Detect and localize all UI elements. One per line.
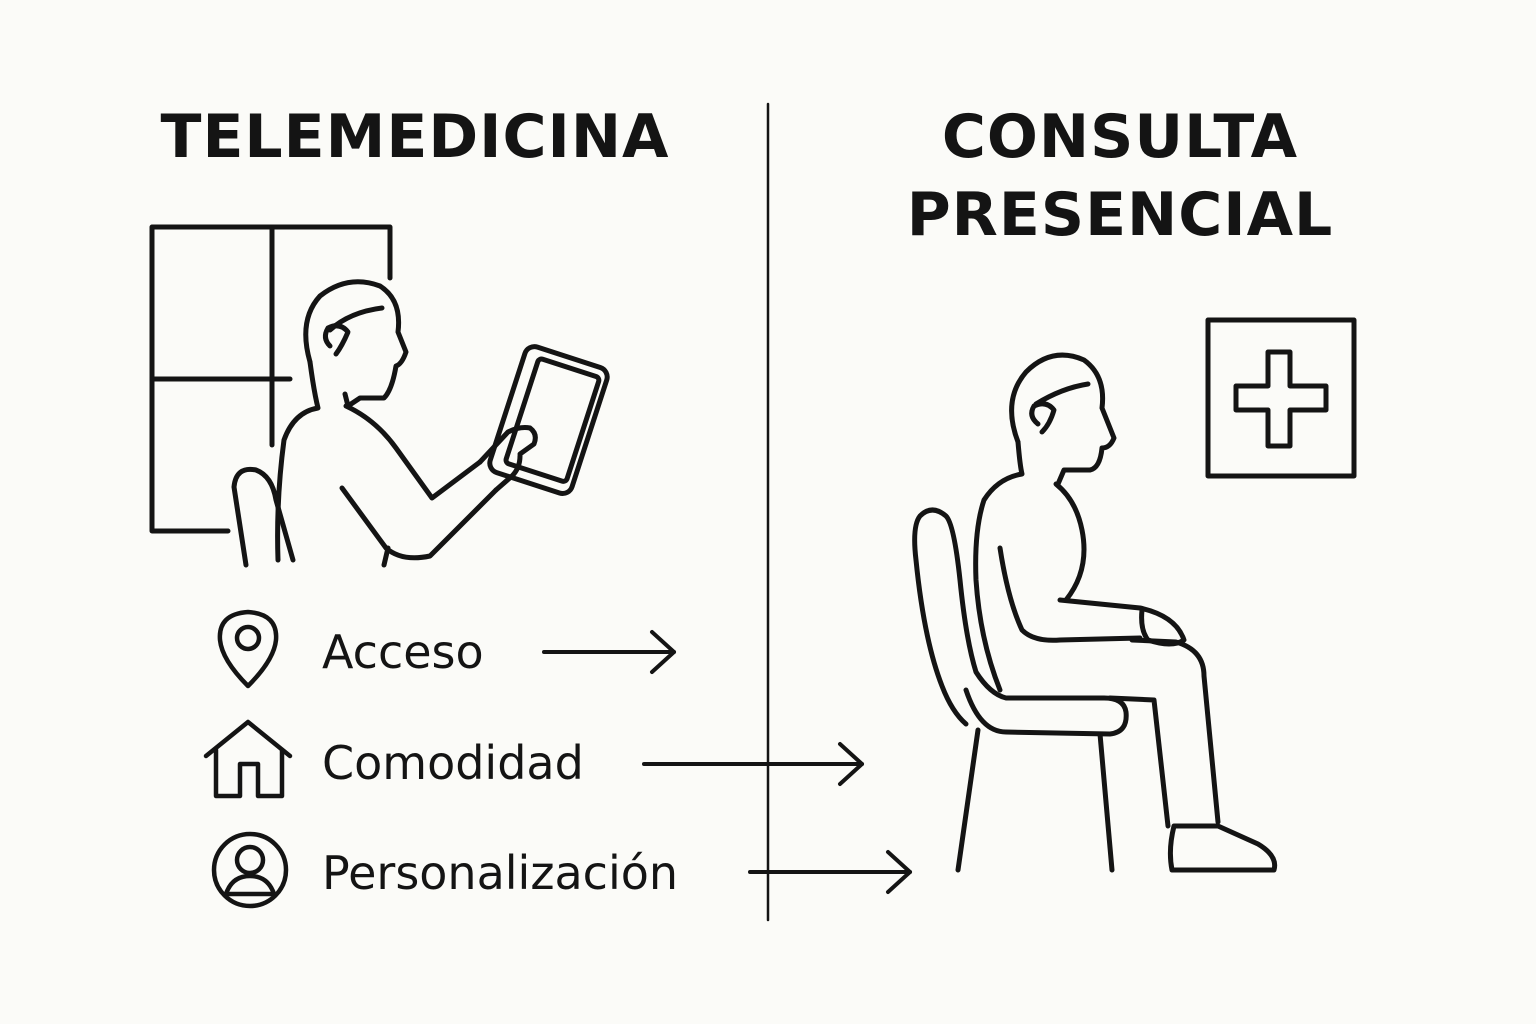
benefit-label-acceso: Acceso xyxy=(322,625,484,679)
user-profile-icon xyxy=(211,831,289,909)
chair-icon xyxy=(912,507,1129,873)
window-icon xyxy=(149,224,393,534)
benefit-label-comodidad: Comodidad xyxy=(322,736,584,790)
chair-back-left xyxy=(231,466,296,568)
in-person-consult-title: CONSULTA PRESENCIAL xyxy=(880,98,1360,254)
person-with-tablet-icon xyxy=(275,279,610,568)
arrow-personalizacion xyxy=(748,850,912,894)
arrow-acceso xyxy=(542,630,676,674)
telemedicine-title: TELEMEDICINA xyxy=(160,102,670,172)
location-pin-icon xyxy=(217,609,279,689)
medical-cross-sign-icon xyxy=(1205,317,1357,479)
in-person-title-line1: CONSULTA xyxy=(941,102,1299,172)
benefit-label-personalizacion: Personalización xyxy=(322,846,679,900)
arrow-comodidad xyxy=(642,742,864,786)
home-icon xyxy=(203,719,293,799)
in-person-title-line2: PRESENCIAL xyxy=(906,180,1334,250)
seated-patient-icon xyxy=(973,352,1278,873)
